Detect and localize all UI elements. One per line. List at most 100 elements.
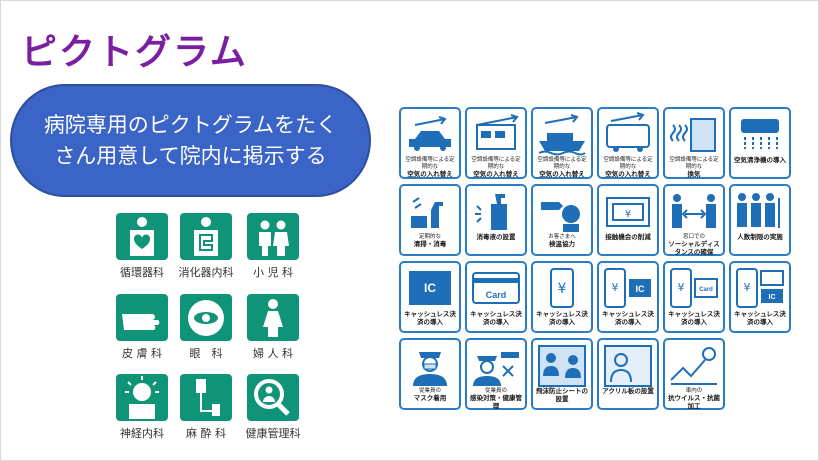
pictogram-caption: 消毒液の設置 (467, 234, 525, 242)
pictogram-caption-small: 空調設備等による定期的な (603, 157, 653, 170)
pictogram-card: 従業員の感染対策・健康管理 (465, 338, 527, 410)
pictogram-card: 飛沫防止シートの設置 (531, 338, 593, 410)
pictogram-caption-main: 空気の入れ替え (473, 170, 519, 178)
bubble-line-2: さん用意して院内に掲示する (54, 143, 327, 168)
window-ventilation-icon (670, 118, 716, 152)
pictogram-caption-small: 車内の (685, 388, 703, 394)
dept-label: 眼 科 (189, 347, 223, 360)
pictogram-caption: 空調設備等による定期的な空気の入れ替え (533, 157, 591, 179)
iv-drip-icon (196, 379, 220, 416)
smartphone-ic-icon: ¥ IC (604, 268, 651, 308)
pictogram-caption-main: 空気の入れ替え (407, 170, 453, 178)
pictogram-caption-main: 飛沫防止シートの設置 (536, 387, 588, 403)
credit-card-icon: Card (472, 272, 520, 304)
nerve-head-icon (125, 376, 159, 419)
pictogram-caption-main: キャッシュレス決済の導入 (536, 310, 588, 326)
pictogram-caption-main: 換気 (687, 170, 701, 178)
dept-sign-anesthesiology: 麻 酔 科 (172, 374, 240, 441)
pictogram-card: 空気清浄機の導入 (729, 107, 791, 179)
svg-text:¥: ¥ (558, 281, 567, 297)
heart-torso-icon (130, 217, 154, 256)
pictogram-caption-small: 従業員の (484, 388, 507, 394)
pictogram-caption-main: キャッシュレス決済の導入 (404, 310, 456, 326)
acrylic-panel-icon (604, 345, 652, 387)
pictogram-caption-main: 消毒液の設置 (476, 233, 516, 241)
taxi-ventilation-icon (409, 116, 451, 151)
smartphone-yen-icon: ¥ (550, 268, 574, 308)
staff-health-icon (473, 352, 519, 386)
svg-text:¥: ¥ (612, 281, 619, 294)
dept-label: 消化器内科 (178, 266, 234, 279)
svg-text:¥: ¥ (744, 281, 751, 294)
pictogram-card: 人数制限の実施 (729, 184, 791, 256)
pictogram-caption: キャッシュレス決済の導入 (665, 311, 723, 327)
smartphone-card-icon: ¥Card (670, 268, 718, 308)
pictogram-card: 車内の抗ウイルス・抗菌加工 (663, 338, 725, 410)
pictogram-caption-small: 空調設備等による定期的な (537, 157, 587, 170)
pictogram-caption-small: 空調設備等による定期的な (405, 157, 455, 170)
pictogram-caption: 空調設備等による定期的な空気の入れ替え (599, 157, 657, 179)
pictogram-caption-main: マスク着用 (413, 394, 447, 402)
pictogram-caption-small: 空調設備等による定期的な (669, 157, 719, 170)
slide-title: ピクトグラム (21, 32, 248, 73)
cleaning-spray-icon (411, 197, 443, 228)
pictogram-caption-small: お客さまへ (548, 234, 576, 240)
bus-ventilation-icon (606, 112, 650, 152)
pictogram-caption-main: キャッシュレス決済の導入 (734, 310, 786, 326)
pictogram-card: 空調設備等による定期的な空気の入れ替え (465, 107, 527, 179)
ship-ventilation-icon (538, 114, 586, 156)
pictogram-caption-small: 窓口での (682, 234, 705, 240)
pictogram-card: 空調設備等による定期的な空気の入れ替え (597, 107, 659, 179)
pictogram-card: ¥接触機会の削減 (597, 184, 659, 256)
dept-sign-cardiology: 循環器科 (108, 213, 176, 280)
pictogram-caption: アクリル板の設置 (599, 388, 657, 396)
pictogram-card: Card キャッシュレス決済の導入 (465, 261, 527, 333)
pictogram-card: IC キャッシュレス決済の導入 (399, 261, 461, 333)
pictogram-caption-main: 清掃・消毒 (413, 240, 447, 248)
dept-label: 皮 膚 科 (122, 347, 162, 360)
pictogram-caption: 人数制限の実施 (731, 234, 789, 242)
cash-tray-icon: ¥ (606, 197, 650, 227)
pictogram-caption-main: 検温協力 (549, 240, 575, 248)
dept-label: 婦 人 科 (253, 347, 293, 360)
splash-sheet-icon (538, 345, 586, 387)
people-limit-icon (737, 193, 780, 228)
train-ventilation-icon (476, 114, 519, 150)
pictogram-card: ¥ IC キャッシュレス決済の導入 (597, 261, 659, 333)
pictogram-card: 窓口でのソーシャルディスタンスの確保 (663, 184, 725, 256)
pictogram-card: アクリル板の設置 (597, 338, 659, 410)
pictogram-caption-main: アクリル板の設置 (602, 387, 654, 395)
dept-sign-health-management: 健康管理科 (239, 374, 307, 441)
pictogram-icon-label: Card (486, 290, 507, 300)
pictogram-caption-main: キャッシュレス決済の導入 (470, 310, 522, 326)
pictogram-caption: 空調設備等による定期的な空気の入れ替え (401, 157, 459, 179)
ic-card-icon: IC (409, 271, 451, 305)
pictogram-caption: キャッシュレス決済の導入 (533, 311, 591, 327)
pictogram-card: 定期的な清掃・消毒 (399, 184, 461, 256)
pictogram-card: 空調設備等による定期的な空気の入れ替え (531, 107, 593, 179)
pictogram-caption-main: キャッシュレス決済の導入 (668, 310, 720, 326)
air-purifier-icon (741, 119, 779, 149)
dept-sign-neurology: 神経内科 (108, 374, 176, 441)
children-icon (259, 220, 289, 256)
eye-icon (188, 300, 224, 336)
pictogram-caption: 従業員のマスク着用 (401, 388, 459, 403)
hand-icon (122, 314, 160, 330)
pictogram-caption: 飛沫防止シートの設置 (533, 388, 591, 404)
pictogram-card: 空調設備等による定期的な換気 (663, 107, 725, 179)
dept-label: 循環器科 (120, 266, 164, 279)
dept-label: 小 児 科 (253, 266, 293, 279)
pictogram-caption: お客さまへ検温協力 (533, 234, 591, 249)
social-distance-icon (672, 194, 716, 228)
sanitizer-bottle-icon (475, 194, 507, 230)
pictogram-card: 従業員のマスク着用 (399, 338, 461, 410)
dept-sign-pediatrics: 小 児 科 (239, 213, 307, 280)
pictogram-icon-label: IC (636, 284, 646, 294)
pictogram-card: 消毒液の設置 (465, 184, 527, 256)
pictogram-caption: 従業員の感染対策・健康管理 (467, 388, 525, 411)
pictogram-caption-main: 抗ウイルス・抗菌加工 (668, 394, 720, 410)
svg-text:¥: ¥ (625, 209, 631, 220)
pictogram-caption: キャッシュレス決済の導入 (599, 311, 657, 327)
